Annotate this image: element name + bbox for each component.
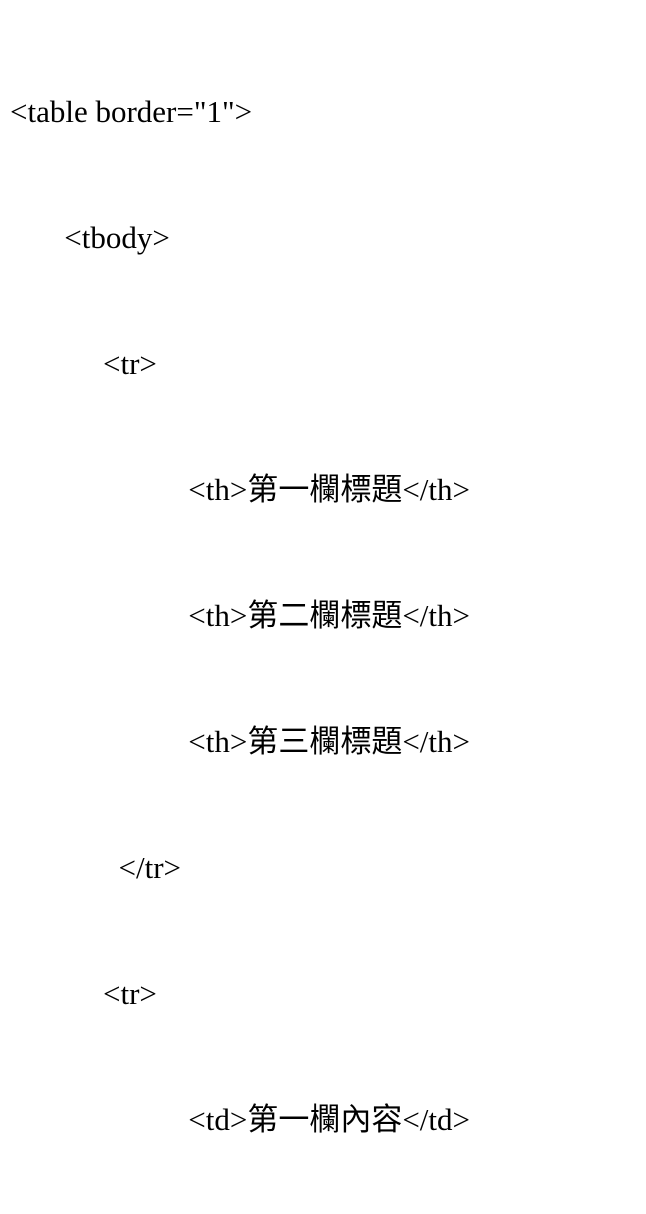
code-line: <tr> bbox=[10, 976, 157, 1011]
code-line: <tbody> bbox=[10, 220, 170, 255]
code-line: <th>第三欄標題</th> bbox=[10, 724, 471, 759]
code-line: <th>第一欄標題</th> bbox=[10, 472, 471, 507]
code-line: <td>第一欄內容</td> bbox=[10, 1102, 471, 1137]
code-line: <table border="1"> bbox=[10, 94, 253, 129]
code-line: </tr> bbox=[10, 850, 182, 885]
code-line: <tr> bbox=[10, 346, 157, 381]
code-line: <th>第二欄標題</th> bbox=[10, 598, 471, 633]
